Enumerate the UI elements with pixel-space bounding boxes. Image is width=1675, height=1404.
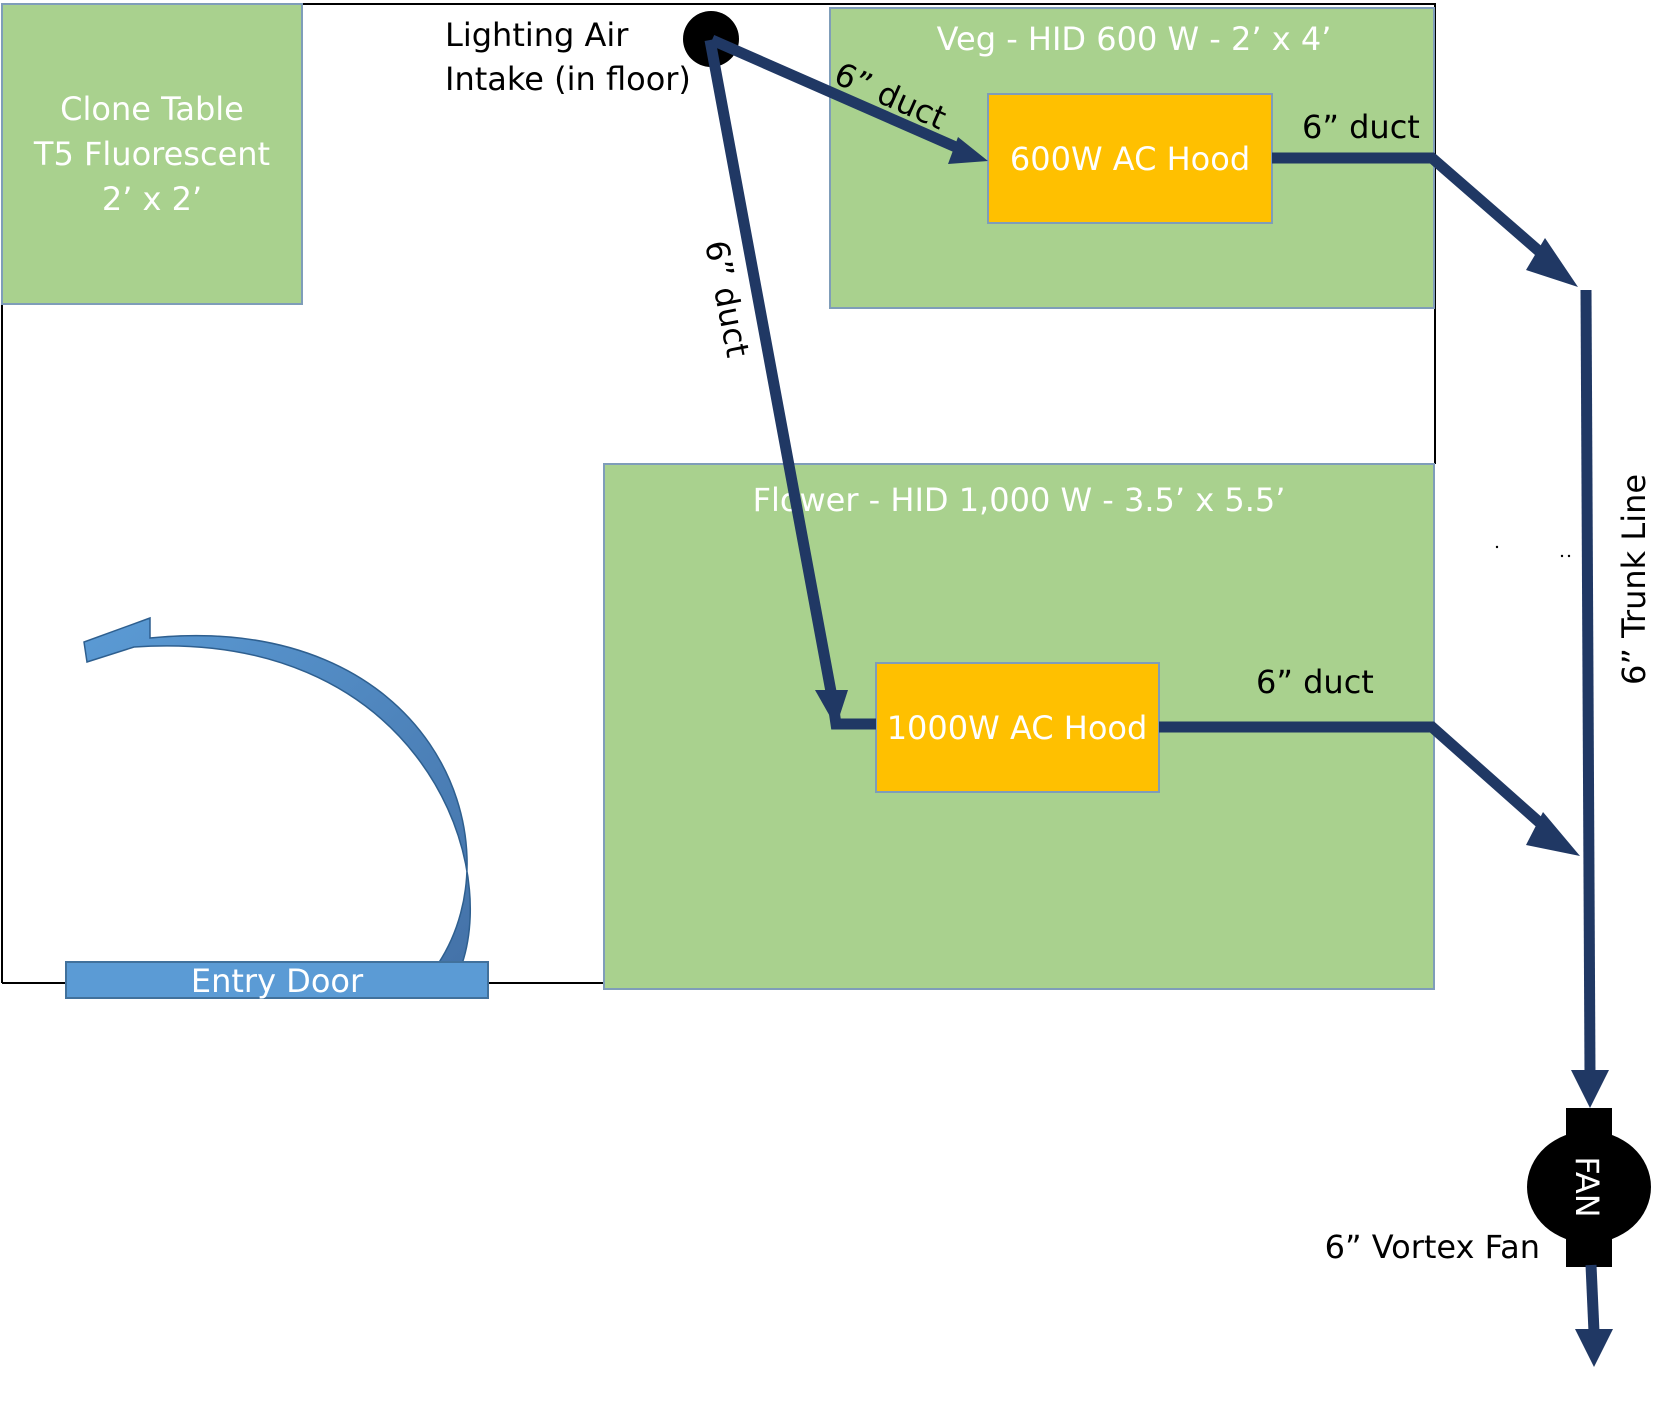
vortex-fan: FAN 6” Vortex Fan: [1325, 1108, 1651, 1367]
clone-table-size: 2’ x 2’: [102, 180, 202, 218]
duct-flower-exhaust: 6” duct: [1159, 663, 1580, 856]
intake-icon: [683, 11, 739, 67]
intake-label-line1: Lighting Air: [445, 16, 629, 54]
trunk-line: 6” Trunk Line: [1495, 289, 1653, 1108]
duct-label-flower-exhaust: 6” duct: [1256, 663, 1374, 701]
lighting-air-intake: Lighting Air Intake (in floor): [445, 11, 739, 98]
clone-table-light: T5 Fluorescent: [33, 135, 270, 173]
intake-label-line2: Intake (in floor): [445, 60, 691, 98]
clone-table-title: Clone Table: [60, 90, 244, 128]
veg-zone-title: Veg - HID 600 W - 2’ x 4’: [937, 20, 1332, 58]
veg-hood-label: 600W AC Hood: [1010, 140, 1250, 178]
duct-veg-exhaust: 6” duct: [1272, 108, 1578, 287]
entry-door: Entry Door: [65, 616, 489, 1000]
flower-hood: [875, 662, 1160, 793]
veg-hood: [987, 93, 1273, 224]
fan-label: FAN: [1568, 1156, 1606, 1217]
arrowhead-flower-exhaust: [1526, 812, 1580, 856]
fan-caption: 6” Vortex Fan: [1325, 1228, 1540, 1266]
fan-icon: [1527, 1131, 1651, 1243]
arrowhead-veg-exhaust: [1526, 238, 1578, 287]
arrowhead-fan-exhaust: [1575, 1329, 1613, 1367]
door-label: Entry Door: [191, 962, 364, 1000]
arrowhead-flower-intake: [815, 690, 848, 727]
flower-hood-label: 1000W AC Hood: [887, 709, 1148, 747]
duct-label-veg-exhaust: 6” duct: [1302, 108, 1420, 146]
flower-zone-title: Flower - HID 1,000 W - 3.5’ x 5.5’: [753, 481, 1286, 519]
trunk-line-label: 6” Trunk Line: [1615, 474, 1653, 685]
door-swing-arrow: [83, 616, 471, 965]
clone-table-zone: Clone Table T5 Fluorescent 2’ x 2’: [1, 3, 303, 305]
arrowhead-trunk: [1571, 1070, 1609, 1108]
arrowhead-veg-intake: [948, 137, 988, 164]
door-panel: [65, 961, 489, 999]
